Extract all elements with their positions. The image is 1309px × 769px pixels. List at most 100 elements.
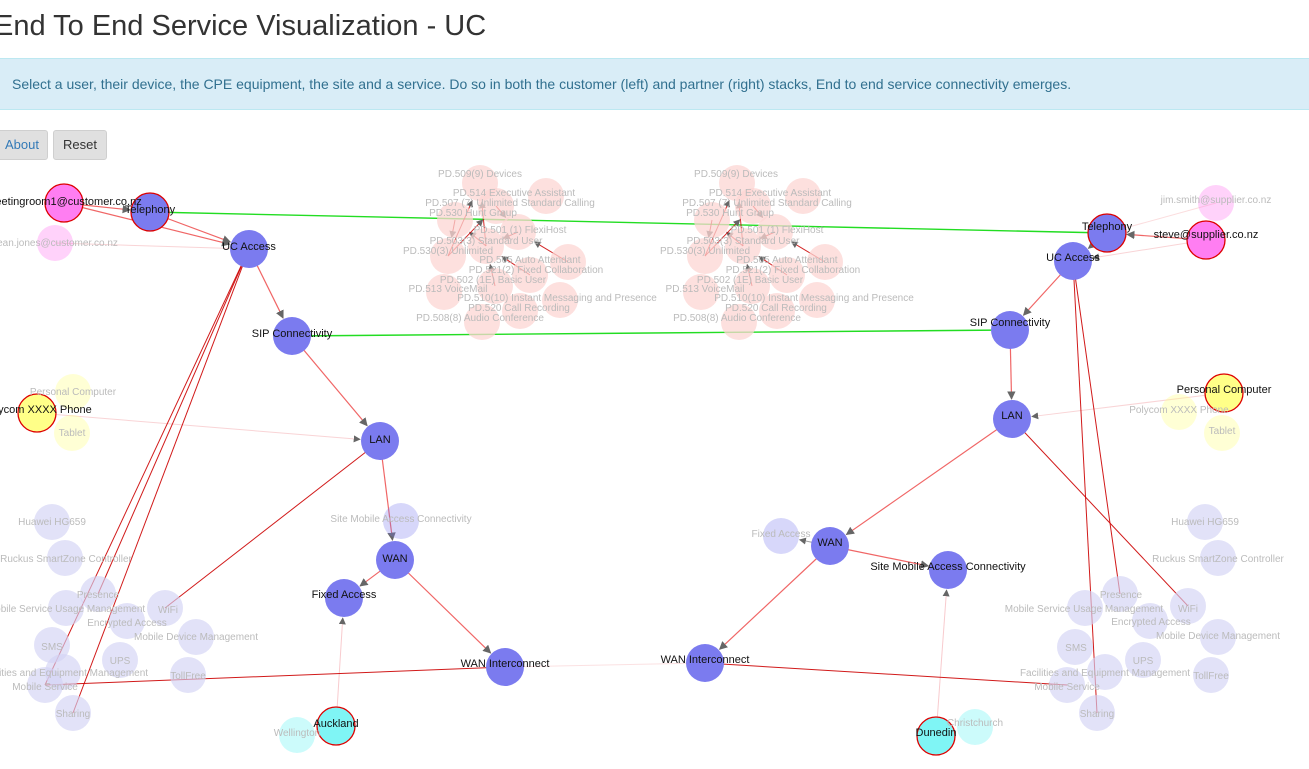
right-node-cpe8[interactable] — [1125, 642, 1161, 678]
right-product-pd-503-3-standard-user[interactable] — [725, 228, 761, 264]
right-product-pd-530-hunt-group[interactable] — [694, 202, 730, 238]
left-product-pd-505-auto-attendant[interactable] — [550, 244, 586, 280]
left-product-pd-501-1-flexihost[interactable] — [500, 214, 536, 250]
left-node-pc[interactable] — [55, 374, 91, 410]
left-node-cpe1[interactable] — [47, 540, 83, 576]
right-node-tablet[interactable] — [1204, 415, 1240, 451]
right-node-cpe0[interactable] — [1187, 504, 1223, 540]
left-node-sip[interactable] — [273, 317, 311, 355]
right-node-fixed[interactable] — [763, 518, 799, 554]
left-node-cpe10[interactable] — [170, 657, 206, 693]
left-node-cpe8[interactable] — [102, 642, 138, 678]
right-product-label: PD.508(8) Audio Conference — [673, 313, 801, 324]
left-node-cpe0[interactable] — [34, 504, 70, 540]
left-node-sitemobile-label: Site Mobile Access Connectivity — [330, 514, 471, 525]
link-left-waninter-to-right-waninter — [504, 662, 706, 668]
right-product-pd-502-1e-basic-user[interactable] — [734, 268, 770, 304]
left-node-cpe12[interactable] — [55, 695, 91, 731]
right-product-label: PD.503(3) Standard User — [687, 236, 801, 247]
right-node-cpe1[interactable] — [1200, 540, 1236, 576]
left-node-waninter[interactable] — [486, 648, 524, 686]
left-node-cpe6[interactable] — [178, 619, 214, 655]
right-product-label: PD.520 Call Recording — [725, 303, 827, 314]
right-node-cpe4[interactable] — [1170, 588, 1206, 624]
right-product-pd-505-auto-attendant[interactable] — [807, 244, 843, 280]
right-node-jim[interactable] — [1198, 185, 1234, 221]
left-node-sean[interactable] — [37, 225, 73, 261]
left-node-cpe4[interactable] — [147, 590, 183, 626]
right-node-user[interactable] — [1186, 220, 1226, 260]
left-product-pd-508-8-audio-conference[interactable] — [464, 304, 500, 340]
right-node-ucaccess[interactable] — [1054, 242, 1092, 280]
right-product-label: PD.502 (1E) Basic User — [697, 275, 804, 286]
left-product-pd-510-10-instant-messaging-and-presence[interactable] — [542, 282, 578, 318]
left-node-telephony[interactable] — [130, 192, 170, 232]
left-product-pd-530-3-unlimited[interactable] — [430, 238, 466, 274]
right-product-pd-530-3-unlimited[interactable] — [687, 238, 723, 274]
left-node-cpe7[interactable] — [34, 627, 70, 663]
left-node-ucaccess[interactable] — [230, 230, 268, 268]
left-product-pd-514-executive-assistant[interactable] — [528, 178, 564, 214]
left-node-user[interactable] — [44, 183, 84, 223]
left-node-cpe5[interactable] — [109, 603, 145, 639]
right-node-cpe11[interactable] — [1049, 667, 1085, 703]
link-left-polycom-to-left-lan — [36, 412, 361, 443]
right-product-pd-507-7-unlimited-standard-calling[interactable] — [735, 188, 771, 224]
right-node-cpe3[interactable] — [1067, 590, 1103, 626]
right-node-lan[interactable] — [993, 400, 1031, 438]
right-node-waninter[interactable] — [686, 644, 724, 682]
left-node-tablet[interactable] — [54, 415, 90, 451]
left-product-pd-502-1e-basic-user[interactable] — [477, 268, 513, 304]
right-node-cpe7[interactable] — [1057, 629, 1093, 665]
left-product-label: PD.513 VoiceMail — [409, 284, 488, 295]
right-product-pd-501-1-flexihost[interactable] — [757, 214, 793, 250]
right-product-pd-510-10-instant-messaging-and-presence[interactable] — [799, 282, 835, 318]
left-node-sitemobile[interactable] — [383, 503, 419, 539]
right-node-cpe10-label: TollFree — [1193, 671, 1229, 682]
right-node-polycom-label: Polycom XXXX Phone — [1129, 405, 1229, 416]
left-node-cpe2[interactable] — [80, 576, 116, 612]
right-node-telephony[interactable] — [1087, 213, 1127, 253]
left-node-pc-label: Personal Computer — [30, 387, 117, 398]
left-node-lan[interactable] — [361, 422, 399, 460]
right-node-wan[interactable] — [811, 527, 849, 565]
left-node-polycom[interactable] — [17, 393, 57, 433]
left-node-wan[interactable] — [376, 541, 414, 579]
left-node-auckland[interactable] — [316, 706, 356, 746]
left-node-wellington[interactable] — [279, 717, 315, 753]
right-node-dunedin[interactable] — [916, 716, 956, 756]
left-node-fixed[interactable] — [325, 579, 363, 617]
link-right-ucaccess-to-right-cpe2 — [1072, 260, 1121, 595]
right-node-cpe6[interactable] — [1200, 619, 1236, 655]
right-product-pd-520-call-recording[interactable] — [759, 293, 795, 329]
right-product-pd-508-8-audio-conference[interactable] — [721, 304, 757, 340]
left-node-cpe10-label: TollFree — [170, 671, 206, 682]
left-product-pd-521-2-fixed-collaboration[interactable] — [512, 257, 548, 293]
right-node-dunedin-label: Dunedin — [916, 727, 957, 739]
left-node-auckland-label: Auckland — [313, 718, 358, 730]
left-node-cpe3[interactable] — [48, 590, 84, 626]
reset-button[interactable]: Reset — [53, 130, 107, 160]
right-node-sitemobile[interactable] — [929, 551, 967, 589]
left-node-cpe11[interactable] — [27, 667, 63, 703]
left-product-pd-513-voicemail[interactable] — [426, 274, 462, 310]
right-node-cpe5[interactable] — [1132, 603, 1168, 639]
right-node-cpe10[interactable] — [1193, 657, 1229, 693]
left-product-pd-507-7-unlimited-standard-calling[interactable] — [478, 188, 514, 224]
right-node-polycom[interactable] — [1161, 394, 1197, 430]
right-product-pd-513-voicemail[interactable] — [683, 274, 719, 310]
right-node-sip[interactable] — [991, 311, 1029, 349]
right-product-pd-521-2-fixed-collaboration[interactable] — [769, 257, 805, 293]
left-product-pd-530-hunt-group[interactable] — [437, 202, 473, 238]
right-node-cpe2[interactable] — [1102, 576, 1138, 612]
right-node-cpe12[interactable] — [1079, 695, 1115, 731]
about-button[interactable]: About — [0, 130, 48, 160]
right-node-christchurch[interactable] — [957, 709, 993, 745]
left-node-cpe3-label: Mobile Service Usage Management — [0, 604, 145, 615]
right-node-cpe9[interactable] — [1087, 654, 1123, 690]
left-product-pd-503-3-standard-user[interactable] — [468, 228, 504, 264]
right-product-pd-514-executive-assistant[interactable] — [785, 178, 821, 214]
right-node-cpe4-label: WiFi — [1178, 604, 1198, 615]
left-product-pd-520-call-recording[interactable] — [502, 293, 538, 329]
right-node-pc[interactable] — [1204, 373, 1244, 413]
